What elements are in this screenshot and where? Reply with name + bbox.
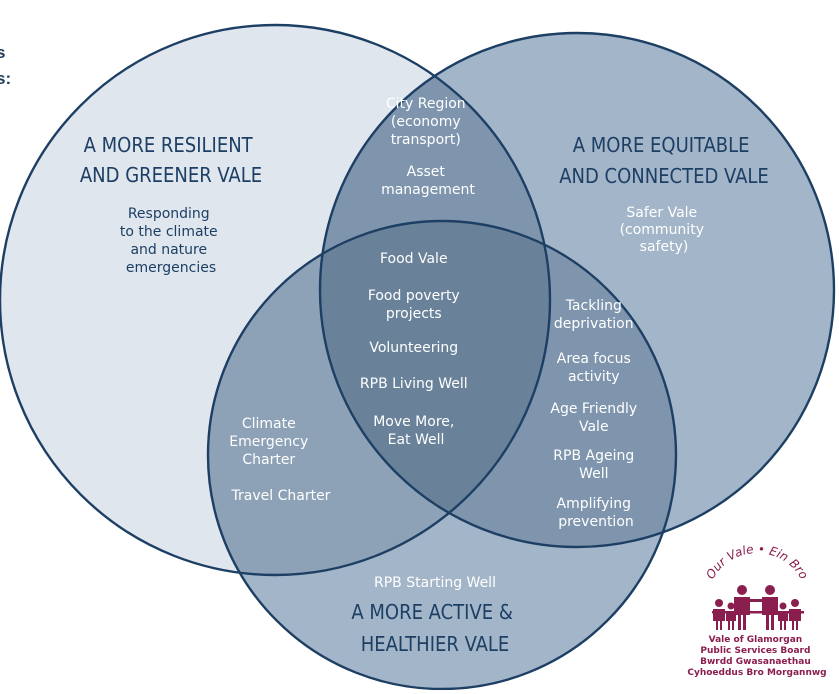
logo-arc-text: Our Vale • Ein Bro — [703, 542, 811, 581]
right-circle-text: A MORE EQUITABLE AND CONNECTED VALE Safe… — [559, 133, 769, 255]
left-bottom-overlap-items: Climate Emergency Charter Travel Charter — [229, 416, 330, 504]
outline-bottom — [206, 219, 678, 691]
our-vale-logo: Our Vale • Ein Bro — [687, 542, 826, 678]
logo-text: Vale of Glamorgan Public Services Board … — [687, 635, 826, 678]
right-bottom-overlap-items: Tackling deprivation Area focus activity… — [550, 298, 641, 530]
left-items: Responding to the climate and nature eme… — [120, 206, 222, 276]
bottom-heading: A MORE ACTIVE & HEALTHIER VALE — [351, 600, 518, 656]
cut-off-intro-text: s s: — [0, 40, 11, 92]
bottom-circle-text: RPB Starting Well A MORE ACTIVE & HEALTH… — [351, 575, 518, 656]
left-circle-text: A MORE RESILIENT AND GREENER VALE Respon… — [80, 133, 262, 276]
intro-fragment-1: s — [0, 43, 6, 62]
venn-outlines — [0, 23, 836, 691]
right-items: Safer Vale (community safety) — [620, 205, 709, 255]
top-overlap-items: City Region (economy transport) Asset ma… — [381, 96, 475, 198]
outline-right — [318, 31, 836, 549]
people-icon — [712, 585, 804, 630]
left-heading: A MORE RESILIENT AND GREENER VALE — [80, 133, 262, 187]
intro-fragment-2: s: — [0, 69, 12, 88]
center-items: Food Vale Food poverty projects Voluntee… — [360, 251, 472, 448]
outline-left — [0, 23, 552, 577]
right-heading: A MORE EQUITABLE AND CONNECTED VALE — [559, 133, 769, 188]
bottom-item: RPB Starting Well — [374, 575, 496, 591]
